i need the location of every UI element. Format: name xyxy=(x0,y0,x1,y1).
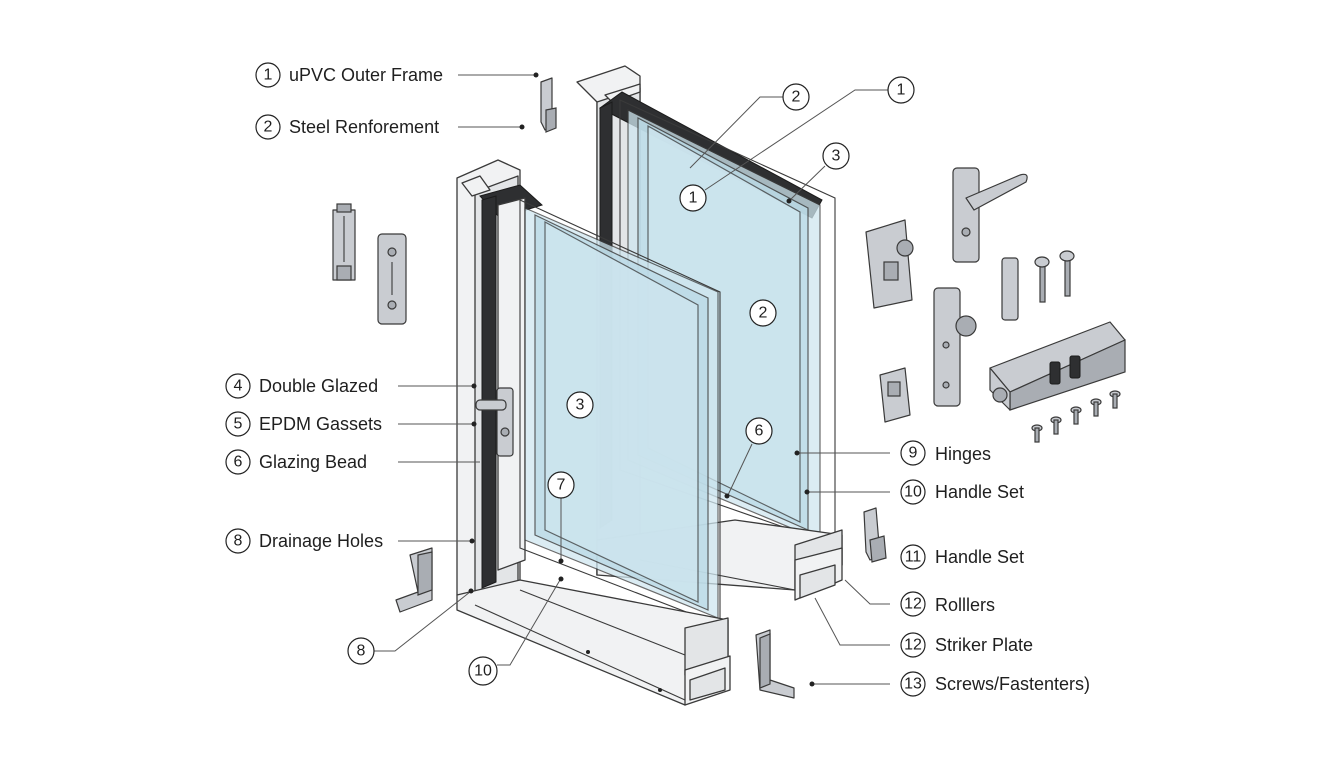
corner-bracket-left xyxy=(395,547,433,613)
label-double-glazed: 4 Double Glazed xyxy=(225,373,477,399)
callout-3-top: 3 xyxy=(786,142,850,204)
screw-set-top xyxy=(1001,250,1075,321)
svg-text:Double Glazed: Double Glazed xyxy=(259,376,378,396)
label-drainage-holes: 8 Drainage Holes xyxy=(225,528,475,554)
svg-text:Screws/Fastenters): Screws/Fastenters) xyxy=(935,674,1090,694)
svg-text:Drainage Holes: Drainage Holes xyxy=(259,531,383,551)
left-hardware xyxy=(332,77,795,699)
svg-text:10: 10 xyxy=(904,484,922,501)
label-steel-reinforcement: 2 Steel Renforement xyxy=(255,114,525,140)
svg-text:Rolllers: Rolllers xyxy=(935,595,995,615)
label-striker-plate: 12 Striker Plate xyxy=(814,597,1033,658)
label-hinges: 9 Hinges xyxy=(794,440,991,466)
svg-text:6: 6 xyxy=(234,454,243,471)
striker-plate xyxy=(933,287,977,407)
callout-8-bottom: 8 xyxy=(347,588,474,665)
label-handle-set-b: 11 Handle Set xyxy=(900,544,1024,570)
svg-text:7: 7 xyxy=(557,477,566,494)
callout-1-inner: 1 xyxy=(679,184,707,212)
svg-text:6: 6 xyxy=(755,423,764,440)
svg-text:3: 3 xyxy=(832,148,841,165)
left-labels: 1 uPVC Outer Frame 2 Steel Renforement 4… xyxy=(225,62,539,554)
svg-text:Handle Set: Handle Set xyxy=(935,547,1024,567)
svg-text:Steel Renforement: Steel Renforement xyxy=(289,117,439,137)
svg-text:Hinges: Hinges xyxy=(935,444,991,464)
svg-text:8: 8 xyxy=(234,533,243,550)
right-hardware xyxy=(863,167,1126,563)
svg-text:5: 5 xyxy=(234,416,243,433)
clip-bracket-right xyxy=(863,507,887,563)
svg-text:uPVC Outer Frame: uPVC Outer Frame xyxy=(289,65,443,85)
svg-text:Handle Set: Handle Set xyxy=(935,482,1024,502)
lever-handle xyxy=(952,167,1028,263)
callout-1-top: 1 xyxy=(704,76,915,191)
small-bracket xyxy=(879,367,911,423)
callout-10-bottom: 10 xyxy=(468,576,564,686)
svg-text:10: 10 xyxy=(474,663,492,680)
svg-text:12: 12 xyxy=(904,596,922,613)
small-screws xyxy=(1031,390,1121,443)
svg-text:1: 1 xyxy=(264,67,273,84)
svg-text:11: 11 xyxy=(905,549,922,566)
diagram-callouts: 1 2 3 1 2 3 6 xyxy=(347,76,915,686)
svg-text:Glazing Bead: Glazing Bead xyxy=(259,452,367,472)
plate-bracket-left xyxy=(377,233,407,325)
svg-text:4: 4 xyxy=(234,378,243,395)
svg-text:EPDM Gassets: EPDM Gassets xyxy=(259,414,382,434)
lock-mechanism xyxy=(989,321,1126,411)
svg-text:2: 2 xyxy=(264,119,273,136)
svg-text:12: 12 xyxy=(904,637,922,654)
svg-text:1: 1 xyxy=(897,82,906,99)
callout-2-top: 2 xyxy=(689,83,810,169)
svg-text:3: 3 xyxy=(576,397,585,414)
label-handle-set-a: 10 Handle Set xyxy=(804,479,1024,505)
callout-6-inner: 6 xyxy=(724,417,773,499)
label-epdm-gaskets: 5 EPDM Gassets xyxy=(225,411,477,437)
label-rollers: 12 Rolllers xyxy=(844,579,995,617)
label-screws-fasteners: 13 Screws/Fastenters) xyxy=(809,671,1090,697)
svg-text:8: 8 xyxy=(357,643,366,660)
svg-text:2: 2 xyxy=(792,89,801,106)
label-upvc-outer-frame: 1 uPVC Outer Frame xyxy=(255,62,539,88)
corner-bracket-bottom xyxy=(755,629,795,699)
svg-text:9: 9 xyxy=(909,445,918,462)
label-glazing-bead: 6 Glazing Bead xyxy=(225,449,480,475)
callout-3-inner: 3 xyxy=(566,391,594,419)
right-labels: 9 Hinges 10 Handle Set 11 Handle Set 12 … xyxy=(794,440,1090,697)
svg-text:1: 1 xyxy=(689,190,698,207)
hinge-bracket-left xyxy=(332,203,356,281)
front-window-sash xyxy=(456,159,731,706)
callout-2-inner: 2 xyxy=(749,299,777,327)
sash-handle xyxy=(475,387,514,457)
callout-7-inner: 7 xyxy=(547,471,575,564)
clip-bracket-top xyxy=(540,77,557,133)
svg-text:Striker Plate: Striker Plate xyxy=(935,635,1033,655)
hinge-plate xyxy=(865,219,914,309)
svg-text:2: 2 xyxy=(759,305,768,322)
svg-text:13: 13 xyxy=(904,676,922,693)
